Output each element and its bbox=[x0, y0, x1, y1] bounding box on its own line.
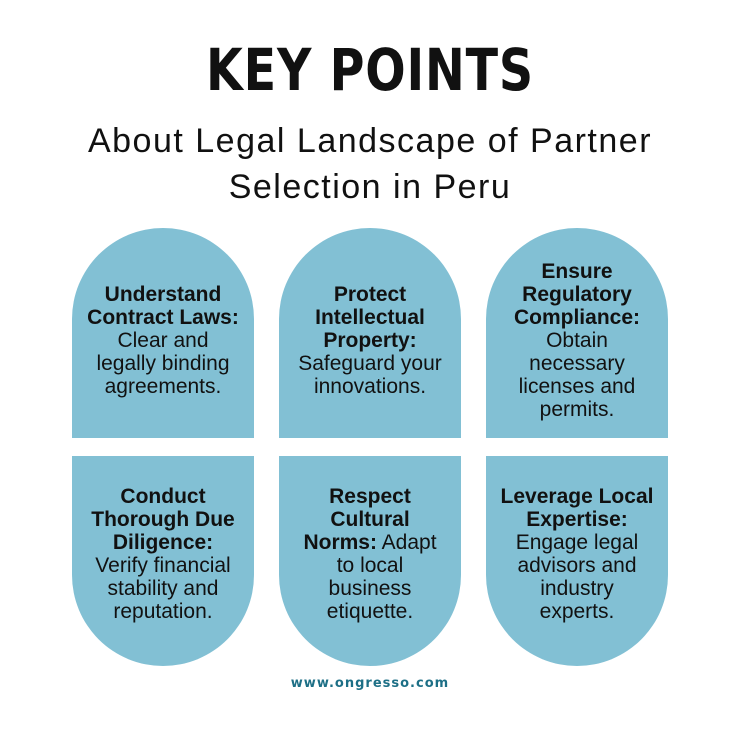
key-point-card-intellectual-property: Protect Intellectual Property: Safeguard… bbox=[279, 228, 461, 438]
card-heading: Understand Contract Laws: bbox=[87, 282, 239, 329]
card-text: Protect Intellectual Property: Safeguard… bbox=[293, 283, 447, 398]
key-point-card-due-diligence: Conduct Thorough Due Diligence: Verify f… bbox=[72, 456, 254, 666]
card-heading: Protect Intellectual Property: bbox=[315, 282, 425, 352]
website-link[interactable]: www.ongresso.com bbox=[290, 676, 450, 691]
key-point-card-regulatory-compliance: Ensure Regulatory Compliance: Obtain nec… bbox=[486, 228, 668, 438]
key-point-card-cultural-norms: Respect Cultural Norms: Adapt to local b… bbox=[279, 456, 461, 666]
card-body: Safeguard your innovations. bbox=[298, 351, 442, 398]
key-point-card-local-expertise: Leverage Local Expertise: Engage legal a… bbox=[486, 456, 668, 666]
card-text: Ensure Regulatory Compliance: Obtain nec… bbox=[500, 260, 654, 421]
card-body: Clear and legally binding agreements. bbox=[96, 328, 230, 398]
card-text: Conduct Thorough Due Diligence: Verify f… bbox=[86, 485, 240, 623]
card-text: Respect Cultural Norms: Adapt to local b… bbox=[293, 485, 447, 623]
card-body: Obtain necessary licenses and permits. bbox=[518, 328, 636, 421]
page-subtitle: About Legal Landscape of Partner Selecti… bbox=[87, 122, 653, 206]
card-heading: Respect Cultural Norms: bbox=[303, 485, 411, 554]
card-body: Adapt to local business etiquette. bbox=[326, 531, 437, 623]
card-heading: Leverage Local Expertise: bbox=[500, 485, 654, 531]
page-title: KEY POINTS bbox=[205, 36, 535, 104]
key-point-card-contract-laws: Understand Contract Laws: Clear and lega… bbox=[72, 228, 254, 438]
card-text: Understand Contract Laws: Clear and lega… bbox=[86, 283, 240, 398]
card-heading: Ensure Regulatory Compliance: bbox=[513, 259, 641, 329]
card-text: Leverage Local Expertise: Engage legal a… bbox=[500, 485, 654, 623]
card-body: Engage legal advisors and industry exper… bbox=[515, 531, 639, 623]
card-body: Verify financial stability and reputatio… bbox=[95, 554, 231, 623]
card-heading: Conduct Thorough Due Diligence: bbox=[91, 485, 235, 554]
